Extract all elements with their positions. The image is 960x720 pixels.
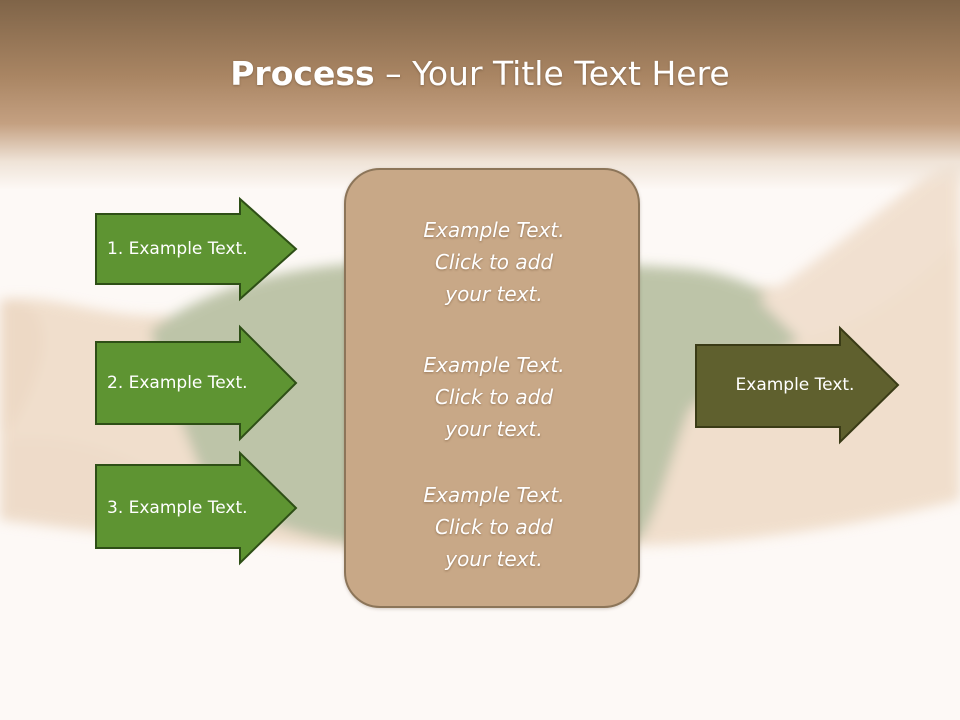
- center-paragraph-1-line-1: Example Text.: [423, 218, 565, 242]
- step-arrow-1[interactable]: 1. Example Text.: [95, 196, 298, 302]
- center-paragraph-2-line-1: Example Text.: [423, 353, 565, 377]
- output-arrow-shape: [695, 325, 900, 445]
- step-arrow-2-label: 2. Example Text.: [107, 373, 248, 393]
- center-paragraph-1-line-2: Click to add: [434, 250, 554, 274]
- step-arrow-2[interactable]: 2. Example Text.: [95, 324, 298, 442]
- step-arrow-3[interactable]: 3. Example Text.: [95, 450, 298, 566]
- center-paragraph-1: Example Text. Click to add your text.: [346, 214, 642, 310]
- center-paragraph-2-line-3: your text.: [445, 417, 543, 441]
- slide-title: Process – Your Title Text Here: [0, 52, 960, 96]
- center-paragraph-3: Example Text. Click to add your text.: [346, 479, 642, 575]
- step-arrow-1-shape: [95, 196, 298, 302]
- center-text-box[interactable]: Example Text. Click to add your text. Ex…: [344, 168, 640, 608]
- step-arrow-3-label: 3. Example Text.: [107, 498, 248, 518]
- step-arrow-3-shape: [95, 450, 298, 566]
- center-paragraph-3-line-1: Example Text.: [423, 483, 565, 507]
- center-paragraph-3-line-3: your text.: [445, 547, 543, 571]
- title-rest: – Your Title Text Here: [374, 54, 730, 93]
- header-band: [0, 0, 960, 190]
- center-paragraph-2: Example Text. Click to add your text.: [346, 349, 642, 445]
- output-arrow[interactable]: Example Text.: [695, 325, 900, 445]
- step-arrow-1-label: 1. Example Text.: [107, 239, 248, 259]
- title-bold: Process: [230, 54, 375, 93]
- step-arrow-2-shape: [95, 324, 298, 442]
- center-paragraph-1-line-3: your text.: [445, 282, 543, 306]
- center-paragraph-2-line-2: Click to add: [434, 385, 554, 409]
- output-arrow-label: Example Text.: [735, 375, 855, 395]
- center-paragraph-3-line-2: Click to add: [434, 515, 554, 539]
